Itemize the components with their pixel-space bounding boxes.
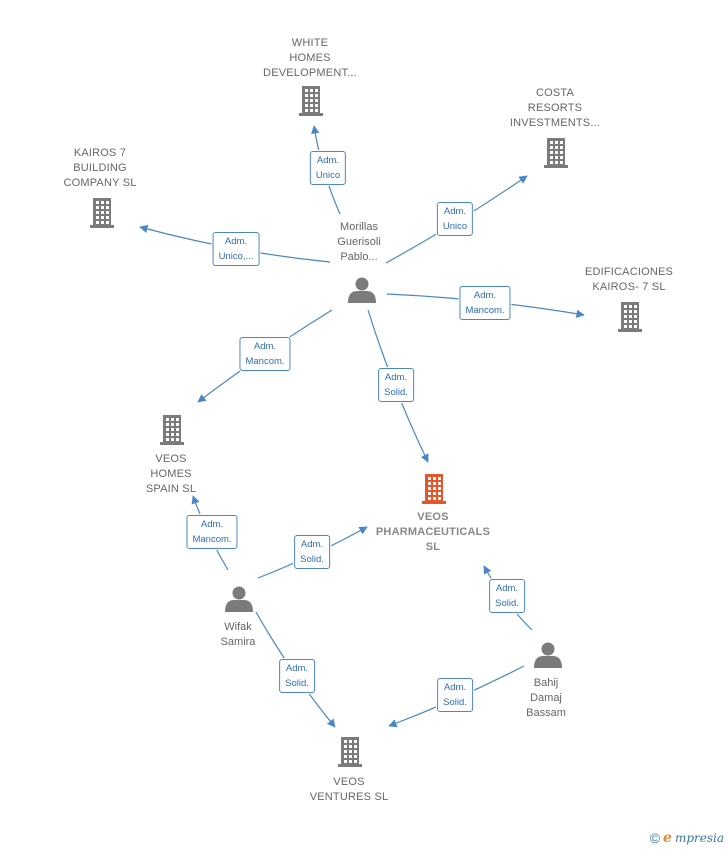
node-label-morillas[interactable]: Morillas Guerisoli Pablo... xyxy=(337,221,381,263)
building-icon-veos_homes[interactable] xyxy=(160,415,184,445)
edge-label-bahij-veos_ventures[interactable]: Adm. Solid. xyxy=(437,678,473,712)
person-icon-wifak[interactable] xyxy=(225,586,253,613)
node-label-edificaciones_kairos[interactable]: EDIFICACIONES KAIROS- 7 SL xyxy=(584,266,674,293)
brand-logo-initial: e xyxy=(663,830,672,846)
node-label-white_homes[interactable]: WHITE HOMES DEVELOPMENT... xyxy=(263,37,357,79)
node-label-wifak[interactable]: Wifak Samira xyxy=(220,621,256,648)
building-icon-edificaciones_kairos[interactable] xyxy=(618,302,642,332)
edge-label-wifak-veos_ventures[interactable]: Adm. Solid. xyxy=(279,659,315,693)
node-label-veos_ventures[interactable]: VEOS VENTURES SL xyxy=(309,776,389,803)
building-icon-veos_ventures[interactable] xyxy=(338,737,362,767)
edge-label-morillas-costa_resorts[interactable]: Adm. Unico xyxy=(436,202,474,236)
edge-label-morillas-edificaciones_kairos[interactable]: Adm. Mancom. xyxy=(459,286,511,320)
node-label-veos_pharma[interactable]: VEOS PHARMACEUTICALS SL xyxy=(375,511,491,553)
person-icon-morillas[interactable] xyxy=(348,277,376,304)
building-icon-kairos7_building[interactable] xyxy=(90,198,114,228)
node-label-veos_homes[interactable]: VEOS HOMES SPAIN SL xyxy=(145,453,197,495)
edge-label-morillas-kairos7_building[interactable]: Adm. Unico,... xyxy=(212,232,260,266)
node-label-kairos7_building[interactable]: KAIROS 7 BUILDING COMPANY SL xyxy=(63,147,137,189)
building-icon-veos_pharma[interactable] xyxy=(422,474,446,504)
building-icon-white_homes[interactable] xyxy=(299,86,323,116)
edge-label-morillas-veos_pharma[interactable]: Adm. Solid. xyxy=(378,368,414,402)
edge-label-morillas-veos_homes[interactable]: Adm. Mancom. xyxy=(239,337,291,371)
edge-label-wifak-veos_pharma[interactable]: Adm. Solid. xyxy=(294,535,330,569)
brand-name: mpresia xyxy=(674,831,724,845)
edge-label-morillas-white_homes[interactable]: Adm. Unico xyxy=(309,151,347,185)
building-icon-costa_resorts[interactable] xyxy=(544,138,568,168)
person-icon-bahij[interactable] xyxy=(534,642,562,669)
copyright-icon: © xyxy=(649,830,661,846)
node-label-costa_resorts[interactable]: COSTA RESORTS INVESTMENTS... xyxy=(509,87,601,129)
node-label-bahij[interactable]: Bahij Damaj Bassam xyxy=(526,677,566,719)
edge-label-bahij-veos_pharma[interactable]: Adm. Solid. xyxy=(489,579,525,613)
edge-label-wifak-veos_homes[interactable]: Adm. Mancom. xyxy=(186,515,238,549)
